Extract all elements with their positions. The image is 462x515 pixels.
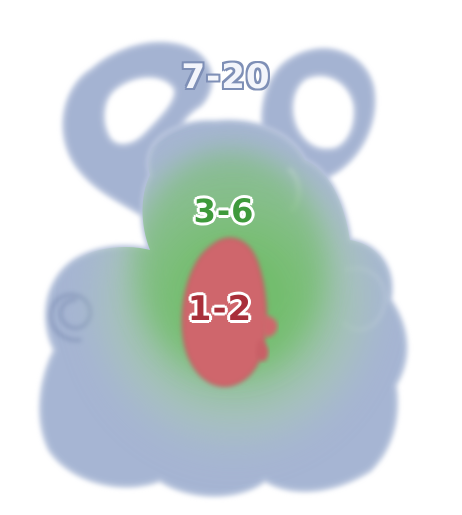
inner-zone-shape (181, 237, 278, 387)
outer-zone-label: 7-20 (181, 57, 271, 97)
middle-zone-label: 3-6 (193, 192, 255, 230)
inner-zone-label: 1-2 (187, 289, 253, 329)
